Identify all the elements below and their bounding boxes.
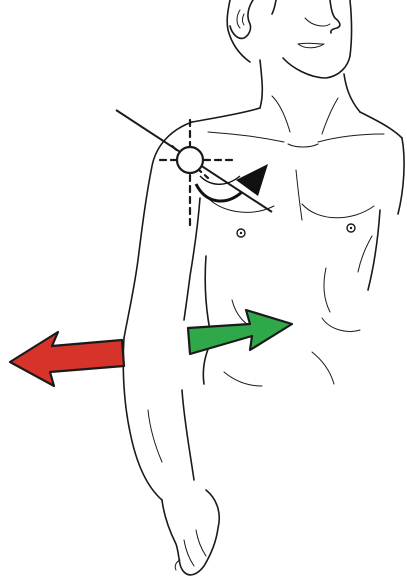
neck — [260, 60, 360, 134]
shoulder-joint-circle — [177, 147, 203, 173]
head — [227, 0, 351, 78]
red-arrow — [10, 332, 124, 386]
left-arrow-icon — [10, 332, 124, 386]
